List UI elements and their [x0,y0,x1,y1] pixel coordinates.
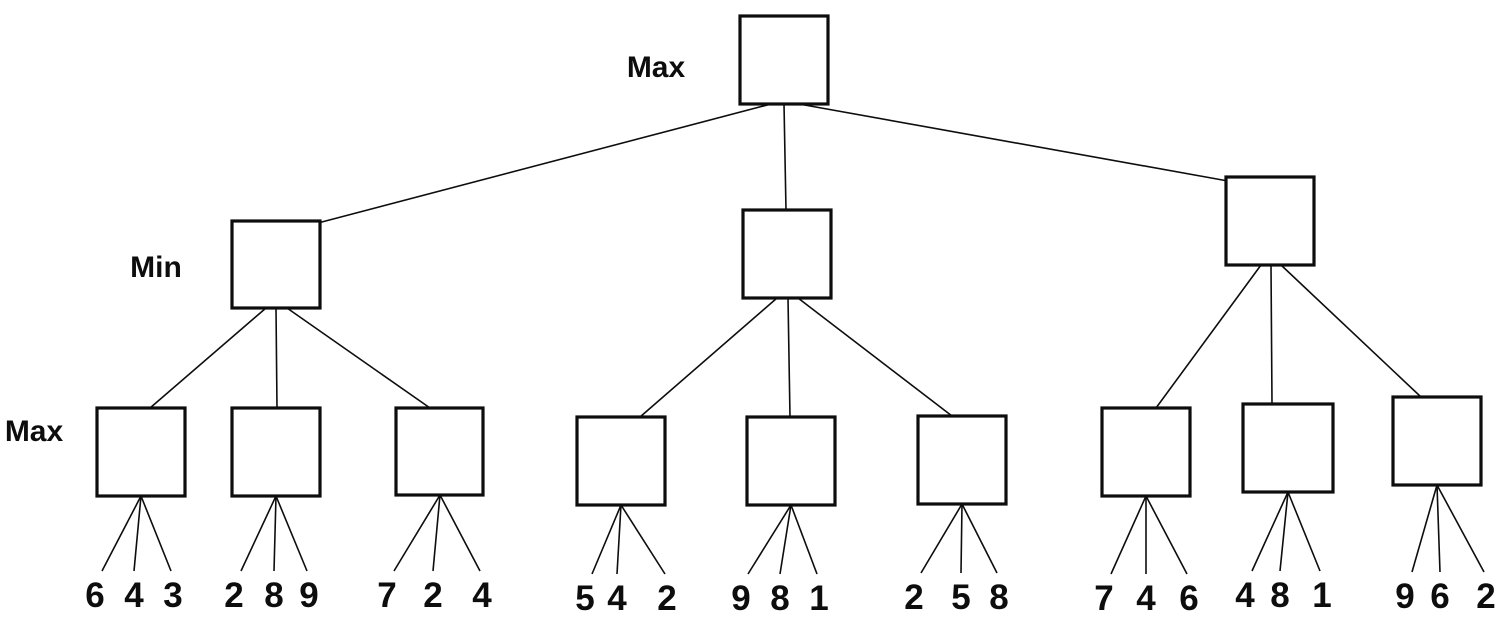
leaf-value-max-4-1: 4 [607,579,627,618]
tree-node-max-3 [394,406,485,497]
leaf-value-max-9-1: 6 [1430,577,1449,616]
tree-edge-min-1-max-2 [275,307,278,409]
leaf-edge-max-7-0 [1110,495,1147,575]
leaf-edge-max-1-1 [133,495,142,572]
leaf-value-max-4-0: 5 [575,579,594,618]
leaf-value-max-8-2: 1 [1312,576,1331,615]
leaf-value-max-1-1: 4 [124,576,144,615]
leaf-value-max-2-1: 8 [264,576,283,615]
tree-edge-min-1-max-3 [286,307,431,409]
tree-edge-min-3-max-7 [1155,264,1262,409]
tree-edge-min-3-max-9 [1280,264,1422,398]
leaf-edge-max-6-2 [961,503,998,574]
leaf-value-max-5-0: 9 [731,579,750,618]
tree-node-max-4 [575,415,667,507]
tree-edge-min-2-max-5 [787,297,791,418]
leaf-edge-max-5-0 [747,504,792,575]
leaf-edge-max-9-0 [1411,484,1438,573]
leaf-value-max-8-1: 8 [1270,576,1289,615]
tree-node-max-2 [230,406,322,498]
leaf-value-max-6-1: 5 [951,578,970,617]
leaf-value-max-1-0: 6 [85,576,104,615]
tree-node-root [738,14,830,106]
leaf-value-max-4-2: 2 [657,579,676,618]
tree-node-min-1 [230,219,322,310]
leaf-edge-max-3-0 [393,494,441,572]
leaf-edge-max-9-1 [1436,484,1441,573]
leaf-value-max-7-2: 6 [1179,579,1198,618]
level-label-min-1: Min [130,251,182,284]
leaf-edge-max-4-0 [591,504,622,575]
leaf-edge-max-6-0 [920,503,963,574]
leaf-edge-max-8-0 [1251,491,1289,572]
leaf-value-max-1-2: 3 [163,576,182,615]
leaf-value-max-2-2: 9 [299,576,318,615]
leaf-value-max-2-0: 2 [224,576,243,615]
tree-node-max-1 [95,406,187,498]
tree-node-min-3 [1224,175,1316,267]
tree-node-max-9 [1391,395,1483,487]
level-label-max-0: Max [627,51,686,84]
tree-edge-root-min-1 [317,103,772,224]
leaf-edge-max-1-2 [140,495,172,572]
leaf-edge-max-1-0 [101,495,142,572]
tree-edge-min-2-max-6 [797,297,953,417]
leaf-value-max-6-0: 2 [904,578,923,617]
leaf-value-max-5-1: 8 [770,579,789,618]
leaf-value-max-6-2: 8 [989,578,1008,617]
leaf-edge-max-5-1 [779,504,792,575]
leaf-value-max-8-0: 4 [1235,576,1255,615]
leaf-edge-max-8-2 [1287,491,1321,572]
leaf-edge-max-3-2 [439,494,481,572]
tree-node-max-5 [745,415,837,507]
tree-edge-min-2-max-4 [639,297,778,418]
leaf-value-max-3-0: 7 [377,576,396,615]
leaf-edge-max-7-2 [1145,495,1188,575]
leaf-edge-max-8-1 [1279,491,1289,572]
leaf-edge-max-2-0 [240,495,277,572]
tree-edge-min-3-max-8 [1270,264,1273,405]
leaf-edge-max-5-2 [790,504,818,575]
tree-node-max-7 [1100,406,1192,498]
leaf-edge-max-3-1 [432,494,441,572]
leaf-value-max-7-1: 4 [1136,579,1156,618]
leaf-edge-max-6-1 [960,503,963,574]
leaf-value-max-5-2: 1 [809,579,828,618]
leaf-value-max-9-0: 9 [1395,577,1414,616]
tree-edge-min-1-max-1 [149,307,267,409]
tree-node-max-6 [916,414,1008,506]
tree-node-max-8 [1241,402,1335,494]
leaf-value-max-3-1: 2 [423,576,442,615]
leaf-edge-max-4-1 [616,504,622,575]
leaf-edge-max-2-1 [273,495,277,572]
tree-edge-root-min-2 [783,103,787,211]
tree-node-min-2 [741,208,833,300]
leaf-edge-max-4-2 [620,504,666,575]
leaf-value-max-3-2: 4 [472,576,492,615]
leaf-value-max-9-2: 2 [1476,577,1495,616]
leaf-edge-max-9-2 [1436,484,1485,573]
tree-edge-root-min-3 [798,103,1229,182]
level-label-max-2: Max [5,415,64,448]
leaf-edge-max-2-2 [275,495,308,572]
leaf-value-max-7-0: 7 [1094,579,1113,618]
